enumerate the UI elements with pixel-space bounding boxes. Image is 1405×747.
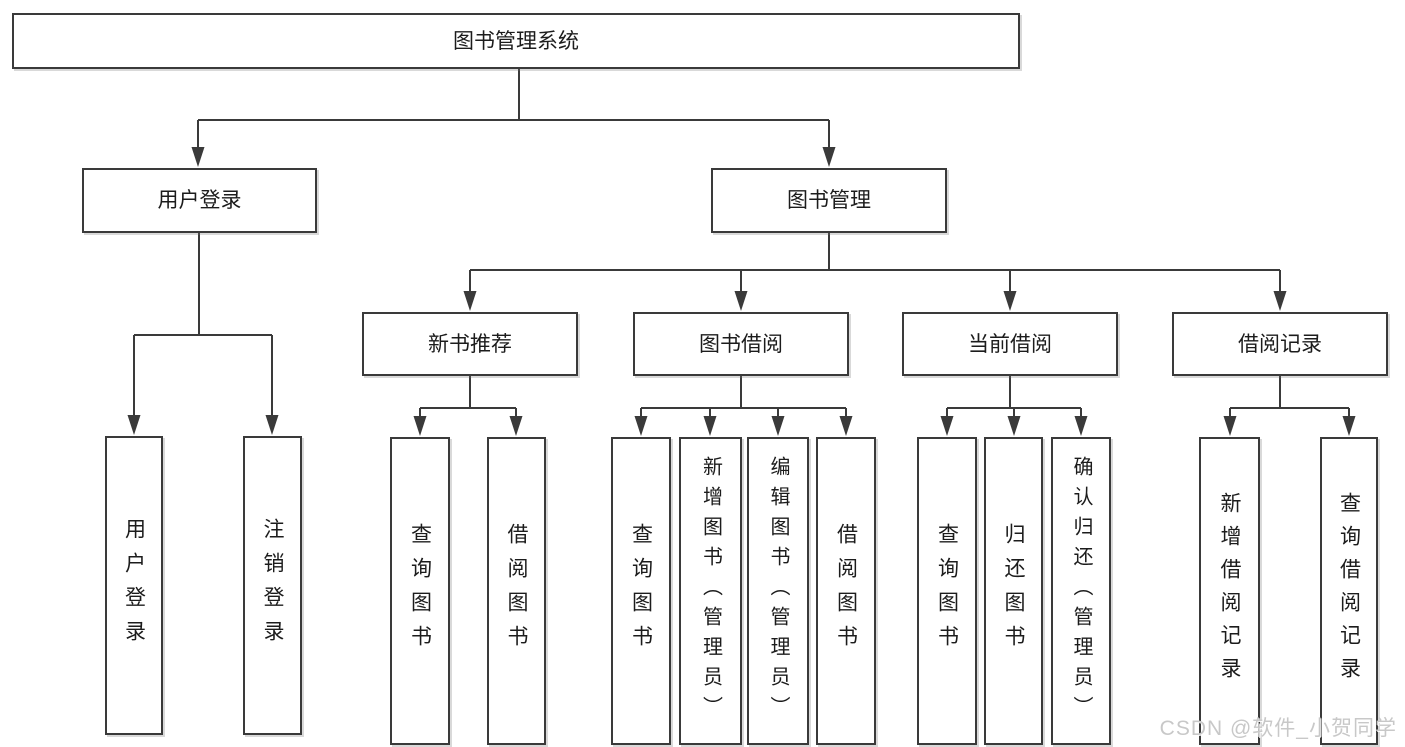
node-label: 图书管理系统: [453, 29, 579, 53]
node-label: 编辑图书（管理员）: [767, 456, 789, 726]
node-borrow-records: 借阅记录: [1172, 312, 1388, 376]
node-label: 用户登录: [157, 189, 242, 212]
leaf-edit-book-admin: 编辑图书（管理员）: [747, 437, 809, 745]
node-label: 查询图书: [629, 523, 653, 659]
leaf-confirm-return-admin: 确认归还（管理员）: [1051, 437, 1111, 745]
leaf-user-login: 用户登录: [105, 436, 163, 735]
leaf-query-books-2: 查询图书: [611, 437, 671, 745]
node-book-borrow: 图书借阅: [633, 312, 849, 376]
leaf-logout: 注销登录: [243, 436, 302, 735]
node-label: 注销登录: [261, 517, 284, 654]
node-library-system: 图书管理系统: [12, 13, 1020, 69]
leaf-query-books-1: 查询图书: [390, 437, 450, 745]
leaf-return-book: 归还图书: [984, 437, 1043, 745]
node-label: 查询图书: [408, 523, 432, 659]
leaf-query-books-3: 查询图书: [917, 437, 977, 745]
leaf-borrow-books-1: 借阅图书: [487, 437, 546, 745]
node-label: 确认归还（管理员）: [1070, 456, 1092, 726]
node-user-login: 用户登录: [82, 168, 317, 233]
node-label: 借阅图书: [505, 523, 528, 659]
node-label: 归还图书: [1002, 523, 1025, 659]
node-label: 借阅记录: [1238, 332, 1322, 356]
node-label: 新增图书（管理员）: [699, 456, 722, 726]
leaf-add-borrow-record: 新增借阅记录: [1199, 437, 1260, 745]
leaf-add-book-admin: 新增图书（管理员）: [679, 437, 742, 745]
csdn-watermark: CSDN @软件_小贺同学: [1159, 717, 1397, 740]
node-label: 新书推荐: [428, 332, 512, 356]
leaf-borrow-books-2: 借阅图书: [816, 437, 876, 745]
node-label: 图书管理: [787, 189, 871, 212]
node-label: 当前借阅: [968, 332, 1052, 356]
node-label: 借阅图书: [834, 523, 858, 659]
leaf-query-borrow-record: 查询借阅记录: [1320, 437, 1378, 745]
node-new-book-recommend: 新书推荐: [362, 312, 578, 376]
node-label: 图书借阅: [699, 332, 783, 356]
node-book-management: 图书管理: [711, 168, 947, 233]
node-label: 查询图书: [935, 523, 959, 659]
node-label: 查询借阅记录: [1337, 492, 1361, 690]
node-current-borrow: 当前借阅: [902, 312, 1118, 376]
node-label: 新增借阅记录: [1218, 492, 1241, 690]
node-label: 用户登录: [122, 517, 146, 654]
